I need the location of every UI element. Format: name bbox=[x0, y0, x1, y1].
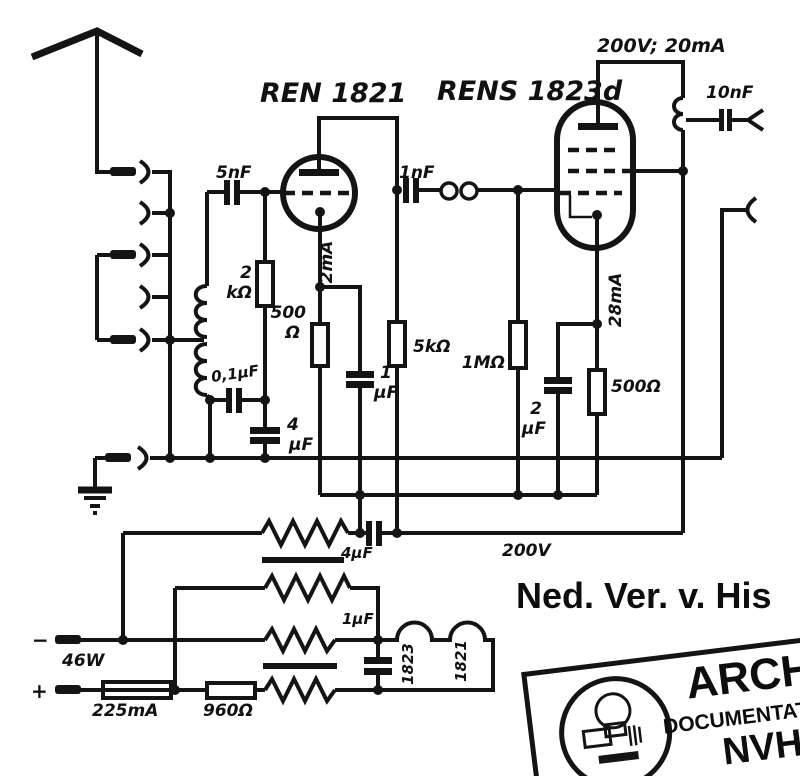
label-cap-5nf: 5nF bbox=[216, 163, 252, 183]
labels: REN 1821 RENS 1823d 200V; 20mA 10nF 5nF … bbox=[31, 35, 754, 721]
dropper-resistor-4 bbox=[263, 674, 337, 706]
label-c1uf-heater: 1μF bbox=[342, 610, 374, 628]
jack-socket-right bbox=[745, 196, 758, 224]
cap-4uf-supply bbox=[366, 521, 372, 546]
cap-10nf bbox=[719, 109, 724, 131]
heater-chain bbox=[364, 620, 495, 692]
plug-bar bbox=[110, 335, 136, 344]
plug-bar bbox=[110, 167, 136, 176]
label-fuse-rating: 225mA bbox=[92, 701, 158, 721]
terminal-plus-sign: + bbox=[31, 679, 48, 703]
dropper-resistor-3 bbox=[263, 624, 337, 656]
cathode-network-rens bbox=[320, 322, 607, 497]
label-current-rens: 28mA bbox=[606, 273, 626, 328]
label-r500-unit: Ω bbox=[285, 323, 300, 343]
jack-socket bbox=[138, 200, 151, 226]
label-c1uf-unit: μF bbox=[373, 383, 399, 403]
label-r1m: 1MΩ bbox=[462, 353, 505, 373]
jack-socket bbox=[138, 159, 151, 185]
stamp-radio-sketch bbox=[581, 692, 643, 764]
label-r960: 960Ω bbox=[203, 701, 253, 721]
label-c4uf-unit: μF bbox=[288, 435, 314, 455]
label-r2k-unit: kΩ bbox=[226, 283, 252, 303]
fork-terminal bbox=[746, 108, 765, 132]
plug-bar bbox=[105, 453, 131, 462]
terminal-minus-plug bbox=[55, 635, 81, 644]
label-c2uf-unit: μF bbox=[521, 419, 547, 439]
watermark-text: Ned. Ver. v. His bbox=[516, 575, 771, 616]
junction-dots bbox=[118, 166, 688, 695]
label-r500-value: 500 bbox=[271, 303, 307, 323]
resistor-5k bbox=[387, 320, 407, 368]
antenna-icon bbox=[30, 27, 144, 61]
cap-5nf bbox=[224, 180, 230, 205]
stamp-border bbox=[521, 633, 800, 776]
grid-circuit-ren bbox=[207, 180, 284, 458]
terminal-minus-sign: − bbox=[32, 628, 49, 652]
cathode-network-ren bbox=[310, 285, 374, 533]
resistor-slider-bar bbox=[262, 557, 344, 563]
terminal-plus-plug bbox=[55, 685, 81, 694]
label-c2uf-value: 2 bbox=[530, 399, 542, 419]
label-c01uf: 0,1μF bbox=[210, 361, 261, 386]
jack-socket bbox=[138, 284, 151, 310]
cap-1uf-heater bbox=[364, 657, 392, 664]
label-current-ren: 2mA bbox=[317, 241, 337, 284]
cap-1uf bbox=[346, 371, 374, 378]
dropper-resistor-2 bbox=[263, 571, 352, 605]
label-b-plus: 200V bbox=[502, 541, 552, 561]
resistor-960 bbox=[205, 681, 257, 700]
label-tube2: RENS 1823d bbox=[437, 76, 623, 107]
jack-socket bbox=[138, 327, 151, 353]
output-coil bbox=[672, 96, 684, 132]
ground-section bbox=[78, 445, 722, 515]
dropper-resistor-1 bbox=[260, 516, 350, 550]
plug-bar bbox=[110, 250, 136, 259]
label-c4uf-value: 4 bbox=[286, 415, 299, 435]
label-r2k-value: 2 bbox=[240, 263, 252, 283]
cap-01uf bbox=[226, 388, 232, 413]
power-supply-section bbox=[121, 516, 683, 690]
choke-coil bbox=[439, 181, 459, 201]
cap-4uf bbox=[250, 427, 280, 434]
label-c1uf-value: 1 bbox=[380, 363, 392, 383]
stamp-line3: NVH bbox=[720, 722, 800, 773]
label-cap-10nf: 10nF bbox=[706, 83, 754, 103]
cap-2uf bbox=[544, 377, 572, 384]
output-section bbox=[672, 96, 765, 533]
tube-ren1821 bbox=[280, 116, 399, 324]
coupling-stage bbox=[387, 178, 556, 533]
label-consumption: 46W bbox=[61, 651, 106, 671]
label-r500b: 500Ω bbox=[611, 377, 661, 397]
resistor-500b bbox=[587, 368, 607, 416]
resistor-1m bbox=[508, 320, 528, 370]
stamp-logo-circle bbox=[559, 676, 673, 776]
resistor-slider-bar bbox=[263, 663, 337, 669]
label-cap-1nf: 1nF bbox=[399, 163, 435, 183]
jack-socket bbox=[136, 445, 149, 471]
antenna-input-section bbox=[30, 27, 204, 458]
jack-socket bbox=[138, 242, 151, 268]
heater-loop bbox=[378, 620, 495, 692]
label-c4uf-supply: 4μF bbox=[340, 544, 373, 562]
antenna-coil bbox=[193, 192, 212, 402]
anode-plate bbox=[578, 123, 618, 130]
label-heater-1823: 1823 bbox=[399, 643, 417, 685]
label-supply-note: 200V; 20mA bbox=[597, 35, 726, 57]
cap-1nf bbox=[403, 178, 409, 203]
internal-connection bbox=[568, 195, 592, 219]
resistor-500 bbox=[310, 322, 330, 368]
label-r5k: 5kΩ bbox=[413, 337, 451, 357]
resistor-2k bbox=[255, 260, 275, 308]
archive-stamp: ARCH DOCUMENTAT NVH bbox=[521, 633, 800, 776]
anode-plate bbox=[299, 169, 339, 176]
tube-rens1823d bbox=[554, 60, 685, 370]
label-tube1: REN 1821 bbox=[260, 78, 406, 109]
label-heater-1821: 1821 bbox=[452, 640, 470, 682]
